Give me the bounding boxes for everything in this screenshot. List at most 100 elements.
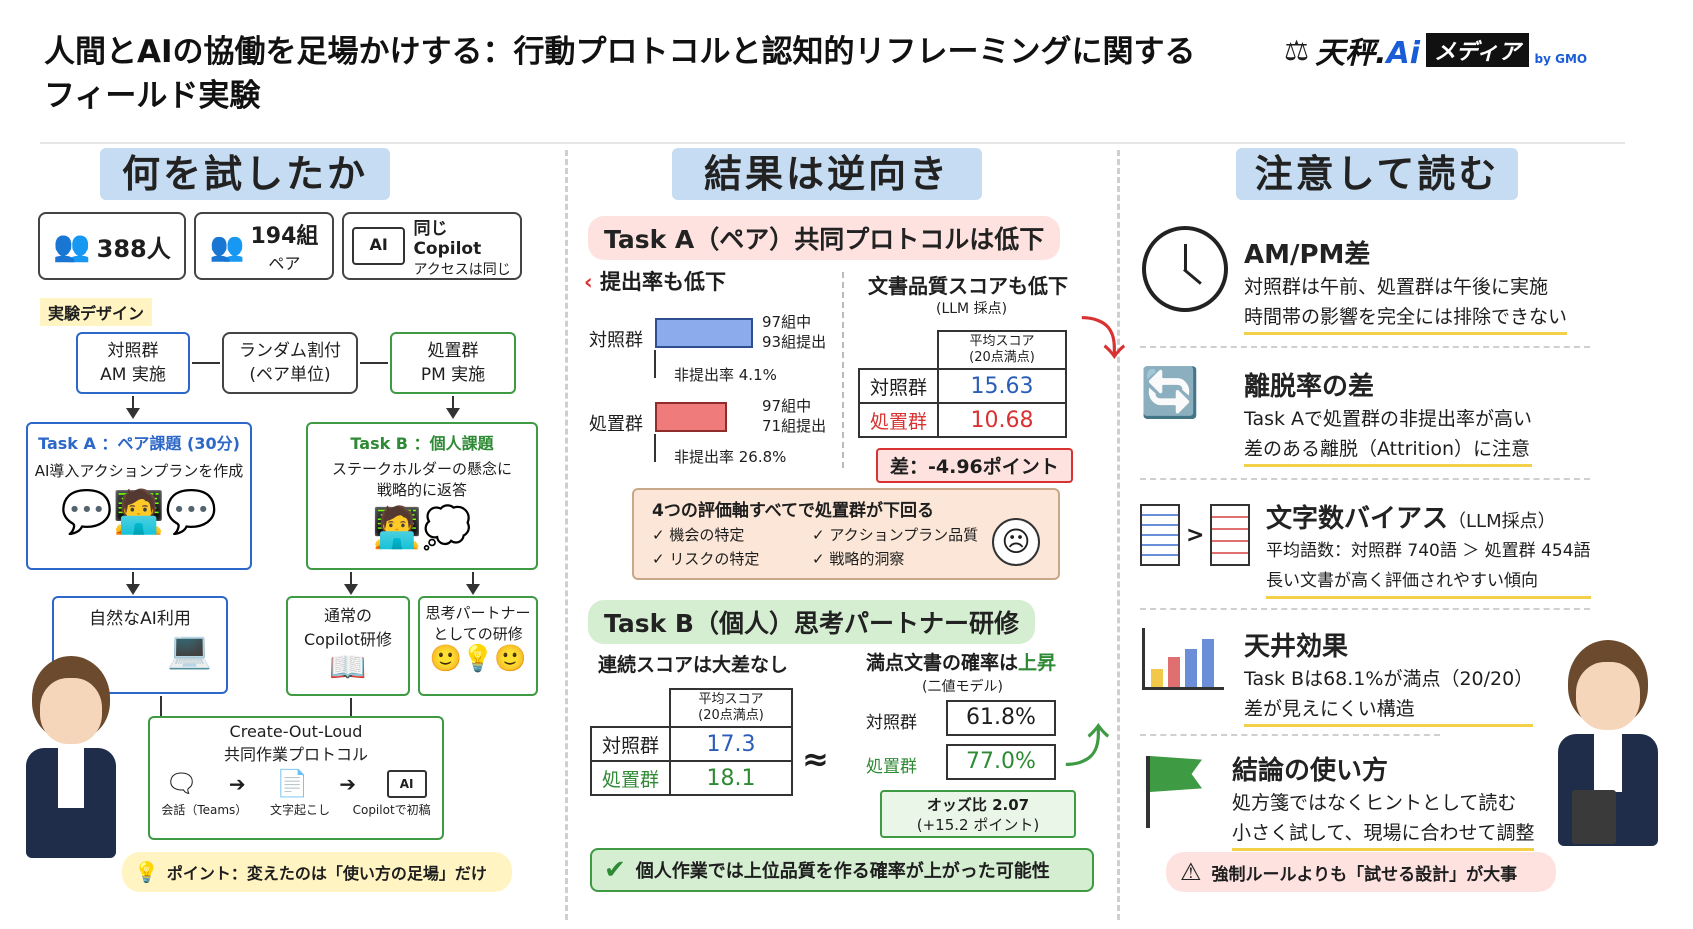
arrow-right-icon: ➔	[228, 772, 246, 796]
section-title-what: 何を試したか	[100, 148, 390, 200]
bar-chart-icon	[1142, 628, 1224, 690]
arrow-down-icon	[446, 408, 460, 419]
protocol-step-transcript: 文字起こし	[269, 803, 330, 817]
normal-training-line1: 通常の	[323, 606, 372, 625]
up-trend-arrow-icon: ⤴	[1064, 719, 1110, 773]
document-icon: 📄	[276, 769, 309, 799]
arrow-down-icon	[344, 584, 358, 595]
bar-icon-3	[1185, 649, 1197, 687]
stat-people-value: 388人	[96, 234, 171, 263]
caution-usage-line2: 小さく試して、現場に合わせて調整	[1232, 818, 1535, 851]
column-divider-right	[1117, 150, 1120, 920]
task-b-box: Task B ：個人課題 ステークホルダーの懸念に 戦略的に返答 🧑‍💻💭	[306, 422, 538, 570]
face-shape	[1576, 662, 1640, 730]
conversation-icon: 🗨	[165, 769, 199, 799]
caution-length-title-sub: （LLM採点）	[1448, 511, 1556, 532]
caution-ampm-body: 対照群は午前、処置群は午後に実施 時間帯の影響を完全には排除できない	[1244, 272, 1568, 335]
connector-taskA-natural	[132, 572, 134, 586]
odds-box: オッズ比 2.07 (+15.2 ポイント)	[880, 790, 1076, 838]
axes-title: 4つの評価軸すべてで処置群が下回る	[652, 501, 934, 521]
section-title-caution: 注意して読む	[1236, 148, 1518, 200]
protocol-subtitle: 共同作業プロトコル	[223, 745, 368, 764]
quality-title: 文書品質スコアも低下	[868, 274, 1068, 298]
perfect-title-up: 上昇	[1018, 652, 1057, 674]
treatment-group-time: PM 実施	[420, 365, 486, 385]
caution-usage-body: 処方箋ではなくヒントとして読む 小さく試して、現場に合わせて調整	[1232, 788, 1535, 851]
odds-ratio: オッズ比 2.07	[926, 796, 1030, 814]
protocol-box: Create-Out-Loud 共同作業プロトコル 🗨 ➔ 📄 ➔ AI 会話（…	[148, 716, 444, 840]
stat-pairs-unit: ペア	[268, 254, 301, 273]
clock-hand-hour	[1184, 244, 1187, 270]
arrow-down-icon	[126, 584, 140, 595]
warning-banner: ⚠ 強制ルールよりも「試せる設計」が大事	[1166, 852, 1556, 892]
caution-divider	[1140, 608, 1590, 610]
normal-training-line2: Copilot研修	[303, 630, 393, 649]
flag-icon	[1150, 756, 1202, 792]
people-icon: 👥	[53, 228, 91, 264]
task-a-title: Task A ：ペア課題 (30分)	[38, 434, 240, 453]
caution-attrition-body: Task Aで処置群の非提出率が高い 差のある離脱（Attrition）に注意	[1244, 404, 1533, 467]
stat-pairs: 👥 194組 ペア	[194, 212, 334, 280]
axis-item-action-plan: ✓ アクションプラン品質	[812, 526, 979, 544]
quality-col-header: 平均スコア(20点満点)	[937, 330, 1068, 370]
continuous-col-header-1: 平均スコア	[698, 692, 764, 707]
logo-ai: Ai	[1386, 36, 1421, 71]
arrow-right-icon: ➔	[339, 772, 357, 796]
face-shape	[40, 678, 102, 744]
quality-col-header-1: 平均スコア	[969, 334, 1035, 349]
protocol-step-draft: Copilotで初稿	[352, 803, 431, 817]
normal-training-box: 通常の Copilot研修 📖	[286, 596, 410, 696]
task-b-conclusion-text: 個人作業では上位品質を作る確率が上がった可能性	[635, 861, 1050, 882]
continuous-table: 平均スコア(20点満点) 対照群 17.3 処置群 18.1	[589, 688, 794, 796]
submit-control-tick	[654, 350, 656, 378]
document-compare-icon: >	[1140, 504, 1251, 566]
quality-col-header-2: (20点満点)	[969, 350, 1035, 365]
caution-ceiling-line1: Task Bは68.1%が満点（20/20）	[1244, 668, 1534, 690]
caution-ceiling-body: Task Bは68.1%が満点（20/20） 差が見えにくい構造	[1244, 664, 1534, 727]
random-assign-box: ランダム割付 (ペア単位)	[222, 332, 358, 394]
axis-item-risk: ✓ リスクの特定	[652, 550, 760, 568]
perfect-subtitle: (二値モデル)	[922, 679, 1003, 695]
stat-pairs-value: 194組	[250, 224, 319, 249]
notebook-icon	[1572, 790, 1616, 844]
quality-treat-value: 10.68	[937, 402, 1068, 438]
logo-main: 天秤.	[1315, 36, 1387, 71]
caution-ampm-line1: 対照群は午前、処置群は午後に実施	[1244, 276, 1549, 298]
quality-table: 平均スコア(20点満点) 対照群 15.63 処置群 10.68	[857, 330, 1068, 438]
character-illustration-left	[10, 656, 130, 880]
quality-treat-label: 処置群	[857, 402, 940, 438]
protocol-step-labels: 会話（Teams） 文字起こし Copilotで初稿	[150, 801, 442, 818]
quality-control-value: 15.63	[937, 368, 1068, 404]
caution-length-body: 平均語数：対照群 740語 ＞ 処置群 454語 長い文書が高く評価されやすい傾…	[1266, 536, 1591, 599]
perfect-treat-value: 77.0%	[946, 744, 1056, 780]
control-group-title: 対照群	[107, 341, 159, 361]
bar-icon-4	[1202, 639, 1214, 687]
stat-copilot: AI 同じ Copilot アクセスは同じ	[342, 212, 522, 280]
bar-icon-1	[1151, 669, 1163, 687]
long-doc-icon	[1140, 504, 1180, 566]
submit-treat-tick	[654, 434, 656, 462]
attrition-people-icon: 🔄	[1140, 365, 1200, 421]
control-group-box: 対照群 AM 実施	[76, 332, 190, 394]
stat-people: 👥 388人	[38, 212, 186, 280]
submit-control-submitted: 93組提出	[762, 333, 827, 351]
perfect-control-value: 61.8%	[946, 700, 1056, 736]
flag-pole-icon	[1146, 756, 1150, 828]
middle-inner-divider	[842, 272, 844, 468]
warning-text: 強制ルールよりも「試せる設計」が大事	[1211, 864, 1518, 885]
short-doc-icon	[1210, 504, 1251, 566]
submit-treat-nonrate: 非提出率 26.8%	[674, 448, 787, 466]
point-banner: 💡 ポイント：変えたのは「使い方の足場」だけ	[122, 852, 512, 892]
section-title-results: 結果は逆向き	[672, 148, 982, 200]
page-title: 人間とAIの協働を足場かけする：行動プロトコルと認知的リフレーミングに関するフィ…	[44, 34, 1196, 114]
caution-attrition-title: 離脱率の差	[1244, 372, 1375, 402]
worried-face-icon: ☹	[992, 518, 1040, 566]
axes-list: ✓ 機会の特定 ✓ アクションプラン品質 ✓ リスクの特定 ✓ 戦略的洞察	[634, 523, 1058, 571]
submit-rate-title: ‹ 提出率も低下	[584, 266, 726, 296]
continuous-col-header-2: (20点満点)	[698, 708, 764, 723]
caution-ceiling-title: 天井効果	[1244, 632, 1349, 662]
connector-to-protocol-2	[350, 698, 352, 716]
clock-hand-minute	[1183, 268, 1202, 285]
scale-icon: ⚖	[1284, 33, 1310, 67]
caution-ampm-line2: 時間帯の影響を完全には排除できない	[1244, 302, 1568, 335]
